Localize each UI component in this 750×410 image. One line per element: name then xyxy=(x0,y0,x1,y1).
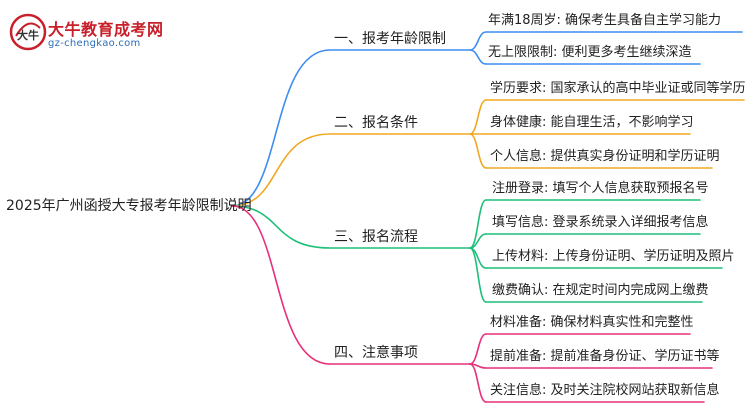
leaf-1-1-connector xyxy=(469,31,487,51)
leaf-4-2: 提前准备: 提前准备身份证、学历证书等 xyxy=(490,349,720,364)
leaf-4-1-connector xyxy=(469,333,487,365)
leaf-2-2: 身体健康: 能自理生活，不影响学习 xyxy=(490,115,694,130)
logo-mark-icon: 大牛 xyxy=(9,13,47,51)
leaf-4-3-connector xyxy=(469,363,487,403)
leaf-3-2: 填写信息: 登录系统录入详细报考信息 xyxy=(492,215,709,230)
leaf-3-3: 上传材料: 上传身份证明、学历证明及照片 xyxy=(492,249,735,264)
leaf-2-3-connector xyxy=(469,133,487,169)
leaf-4-1: 材料准备: 确保材料真实性和完整性 xyxy=(490,315,694,330)
branch-3-connector xyxy=(231,205,331,249)
branch-4-connector xyxy=(231,205,331,365)
leaf-3-4-connector xyxy=(469,247,487,303)
leaf-1-2: 无上限限制: 便利更多考生继续深造 xyxy=(488,45,692,60)
leaf-2-1: 学历要求: 国家承认的高中毕业证或同等学历 xyxy=(490,81,746,96)
logo-mark-text: 大牛 xyxy=(17,28,39,42)
leaf-3-4: 缴费确认: 在规定时间内完成网上缴费 xyxy=(492,283,709,298)
branch-2-connector xyxy=(231,133,331,207)
site-logo[interactable]: 大牛 大牛教育成考网 gz-chengkao.com xyxy=(8,12,168,58)
leaf-1-2-connector xyxy=(469,49,487,65)
branch-3-label: 三、报名流程 xyxy=(334,229,418,245)
branch-2-label: 二、报名条件 xyxy=(334,115,418,131)
leaf-3-1: 注册登录: 填写个人信息获取预报名号 xyxy=(492,181,709,196)
leaf-4-3: 关注信息: 及时关注院校网站获取新信息 xyxy=(490,383,720,398)
branch-4-label: 四、注意事项 xyxy=(334,345,418,361)
logo-url: gz-chengkao.com xyxy=(48,38,141,49)
branch-1-label: 一、报考年龄限制 xyxy=(334,31,446,47)
leaf-2-1-connector xyxy=(469,99,487,135)
root-topic: 2025年广州函授大专报考年龄限制说明 xyxy=(6,198,252,214)
leaf-2-3: 个人信息: 提供真实身份证明和学历证明 xyxy=(490,149,720,164)
logo-title: 大牛教育成考网 xyxy=(48,20,164,39)
branch-1-connector xyxy=(231,49,331,207)
leaf-1-1: 年满18周岁: 确保考生具备自主学习能力 xyxy=(488,13,722,28)
leaf-3-1-connector xyxy=(469,199,487,249)
